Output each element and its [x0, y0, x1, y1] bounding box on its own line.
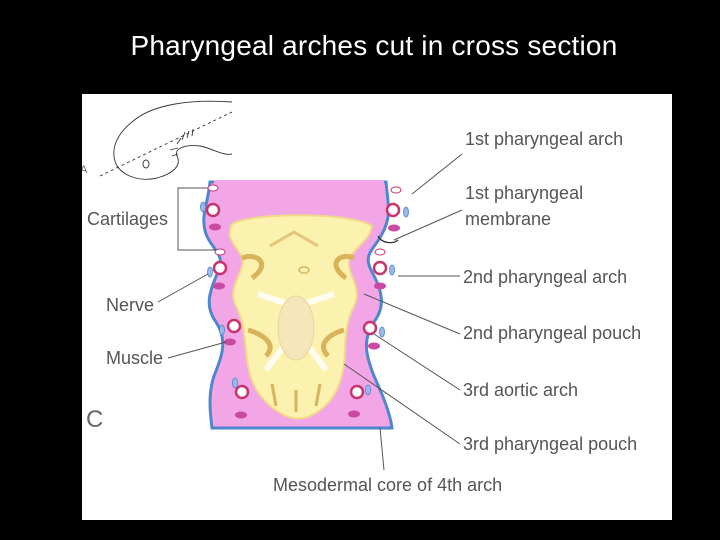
slide-title: Pharyngeal arches cut in cross section — [130, 30, 618, 61]
embryo-inset-sketch — [99, 100, 233, 180]
inset-label-a: A — [82, 164, 88, 176]
pharynx-central-lumen — [277, 295, 315, 361]
label-2nd-pharyngeal-arch: 2nd pharyngeal arch — [463, 267, 628, 287]
figure-panel: A C Cartilages Nerve Muscle 1st pharynge… — [82, 94, 672, 520]
label-cartilages: Cartilages — [87, 209, 169, 229]
label-muscle: Muscle — [106, 348, 164, 368]
label-3rd-pharyngeal-pouch: 3rd pharyngeal pouch — [463, 434, 638, 454]
label-1st-pharyngeal-membrane: 1st pharyngeal membrane — [465, 183, 584, 229]
left-arch-structures — [200, 184, 250, 419]
pharyngeal-cross-section-diagram — [99, 100, 463, 471]
right-arch-structures — [348, 186, 409, 418]
label-1st-pharyngeal-arch: 1st pharyngeal arch — [465, 129, 624, 149]
label-nerve: Nerve — [106, 295, 155, 315]
panel-label-c: C — [86, 406, 104, 433]
leader-lines — [157, 153, 463, 471]
label-3rd-aortic-arch: 3rd aortic arch — [463, 380, 579, 400]
label-2nd-pharyngeal-pouch: 2nd pharyngeal pouch — [463, 323, 642, 343]
label-mesodermal-core-4th-arch: Mesodermal core of 4th arch — [273, 475, 503, 495]
